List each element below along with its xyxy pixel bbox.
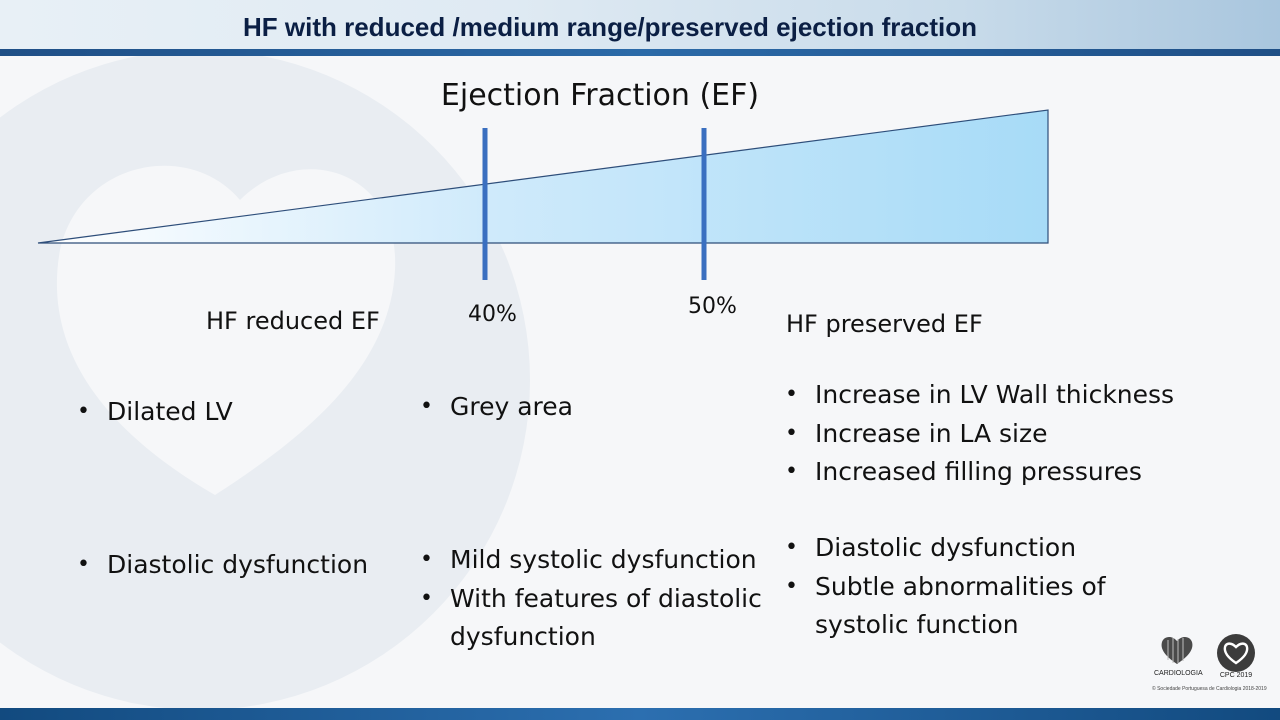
list-item: Diastolic dysfunction xyxy=(785,529,1135,568)
header-stripe xyxy=(0,49,1280,56)
header-banner xyxy=(0,0,1280,52)
marker-label-40: 40% xyxy=(468,302,517,327)
cpc-logo: CPC 2019 xyxy=(1214,634,1258,679)
marker-label-50: 50% xyxy=(688,294,737,319)
list-item: Mild systolic dysfunction xyxy=(420,541,780,580)
ef-triangle xyxy=(37,109,1049,244)
heart-grid-icon xyxy=(1161,636,1193,664)
cpc-heart-icon xyxy=(1217,634,1255,672)
spc-logo-text: CARDIOLOGIA xyxy=(1154,670,1203,677)
cpc-logo-text: CPC 2019 xyxy=(1219,672,1253,679)
preserved-list-2: Diastolic dysfunction Subtle abnormaliti… xyxy=(785,529,1135,645)
slide-title: HF with reduced /medium range/preserved … xyxy=(243,12,977,42)
reduced-list-2: Diastolic dysfunction xyxy=(77,546,407,585)
label-hf-reduced: HF reduced EF xyxy=(206,307,380,335)
list-item: Increased filling pressures xyxy=(785,453,1205,492)
list-item: Increase in LV Wall thickness xyxy=(785,376,1205,415)
footer-stripe xyxy=(0,708,1280,720)
list-item: Diastolic dysfunction xyxy=(77,546,407,585)
list-item: Increase in LA size xyxy=(785,415,1205,454)
reduced-list-1: Dilated LV xyxy=(77,393,397,432)
preserved-list-1: Increase in LV Wall thickness Increase i… xyxy=(785,376,1205,492)
list-item: With features of diastolic dysfunction xyxy=(420,580,780,657)
list-item: Grey area xyxy=(420,388,780,427)
label-hf-preserved: HF preserved EF xyxy=(786,310,983,338)
logo-group: CARDIOLOGIA CPC 2019 © Sociedade Portugu… xyxy=(1150,632,1270,696)
list-item: Subtle abnormalities of systolic functio… xyxy=(785,568,1135,645)
spc-logo: CARDIOLOGIA xyxy=(1154,634,1203,677)
diagram-title: Ejection Fraction (EF) xyxy=(440,78,760,113)
list-item: Dilated LV xyxy=(77,393,397,432)
middle-list-2: Mild systolic dysfunction With features … xyxy=(420,541,780,657)
middle-list-1: Grey area xyxy=(420,388,780,427)
logo-footer-text: © Sociedade Portuguesa de Cardiologia 20… xyxy=(1152,686,1267,692)
